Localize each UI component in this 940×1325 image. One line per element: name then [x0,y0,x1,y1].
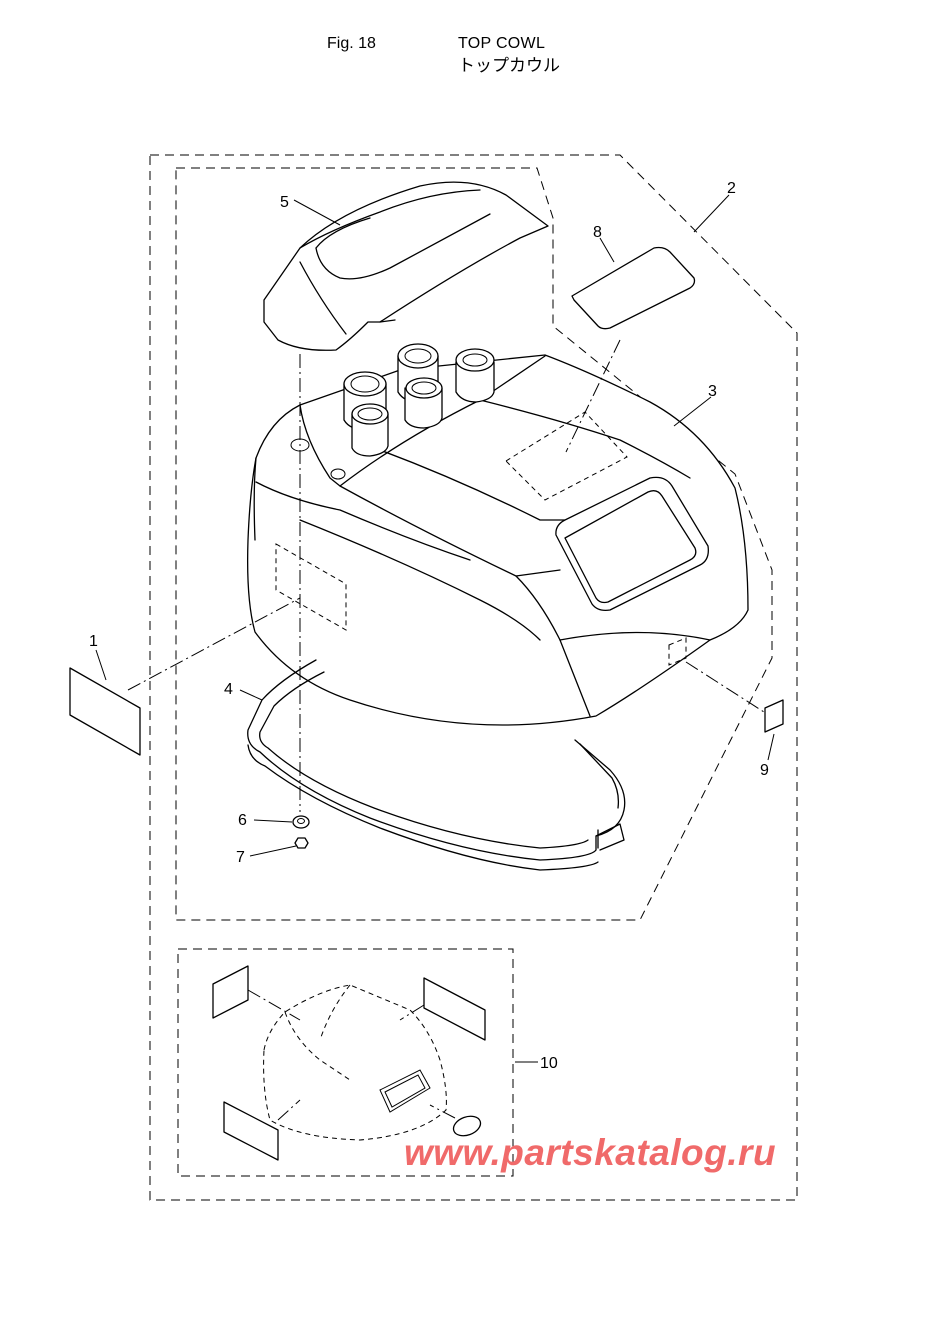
part-3-top-cowl [246,354,749,726]
callout-3: 3 [708,383,717,400]
callout-2: 2 [727,180,736,197]
part-6-grommet [292,815,310,829]
assembly-2-boundary [149,154,798,1201]
assembly-leader-lines [127,339,765,812]
callout-9: 9 [760,762,769,779]
callout-4: 4 [224,681,233,698]
callout-5: 5 [280,194,289,211]
callout-8: 8 [593,224,602,241]
part-7-nut [294,837,309,849]
diagram-title-japanese: トップカウル [458,56,560,76]
part-4-seal [247,659,626,871]
part-10-decal-kit [212,965,486,1161]
part-1-decal [69,667,141,756]
air-intake-tubes [343,343,495,457]
assembly-10-boundary [177,948,514,1177]
diagram-title: TOP COWL [458,35,546,52]
callout-10: 10 [540,1055,558,1072]
part-5-top-cover [263,181,549,351]
assembly-3-boundary [175,167,773,921]
part-9-label [764,699,784,733]
figure-number: Fig. 18 [327,35,376,52]
watermark: www.partskatalog.ru [404,1132,777,1173]
callout-7: 7 [236,849,245,866]
callout-leaders [95,194,775,1063]
callout-1: 1 [89,633,98,650]
callout-6: 6 [238,812,247,829]
part-8-decal [571,246,696,330]
